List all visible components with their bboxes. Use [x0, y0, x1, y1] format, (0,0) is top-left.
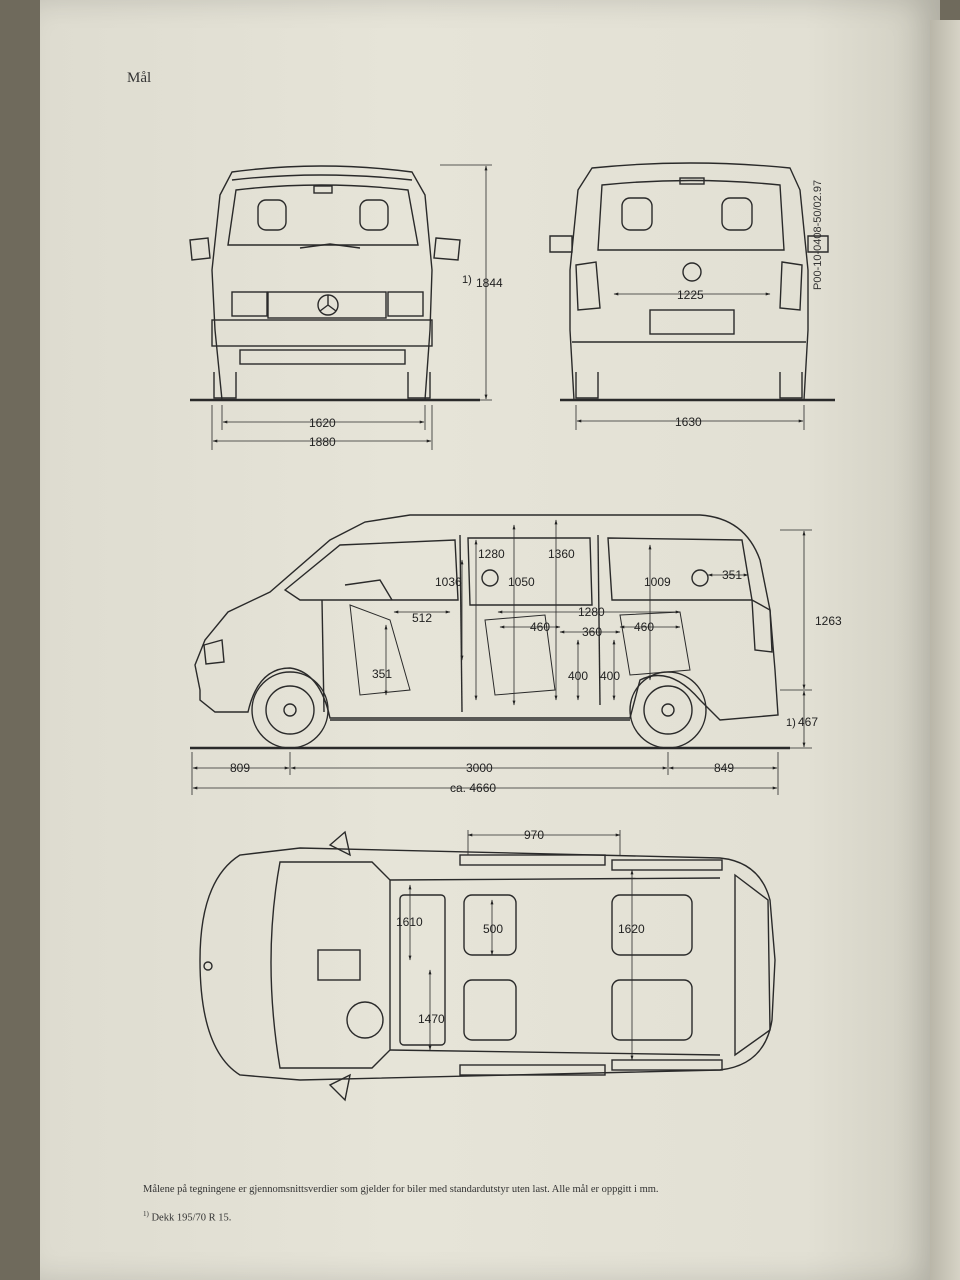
- side-512-label: 512: [412, 611, 432, 625]
- front-width-label: 1880: [309, 435, 336, 449]
- footnote-block: Målene på tegningene er gjennomsnittsver…: [143, 1178, 823, 1231]
- footnote-text: Målene på tegningene er gjennomsnittsver…: [143, 1184, 659, 1195]
- front-track-label: 1620: [309, 416, 336, 430]
- side-1280a-label: 1280: [478, 547, 505, 561]
- tire-note: 1) Dekk 195/70 R 15.: [143, 1202, 823, 1231]
- side-400b-label: 400: [600, 669, 620, 683]
- side-351b-label: 351: [372, 667, 392, 681]
- side-clearance-note: 1): [786, 717, 796, 729]
- tire-note-mark: 1): [143, 1210, 149, 1218]
- side-1050-label: 1050: [508, 575, 535, 589]
- side-460b-label: 460: [634, 620, 654, 634]
- rear-track-label: 1630: [675, 415, 702, 429]
- rear-inner-width-label: 1225: [677, 288, 704, 302]
- front-view-drawing: [189, 165, 461, 401]
- next-page-edge: [930, 20, 960, 1280]
- overall-length-label: ca. 4660: [450, 781, 496, 795]
- side-351a-label: 351: [722, 568, 742, 582]
- rear-overhang-label: 849: [714, 761, 734, 775]
- front-height-note: 1): [462, 274, 472, 286]
- side-1036-label: 1036: [435, 575, 462, 589]
- side-clearance-label: 467: [798, 715, 818, 729]
- rear-view-drawing: [549, 162, 829, 401]
- wheelbase-label: 3000: [466, 761, 493, 775]
- page-heading: Mål: [127, 70, 152, 86]
- front-height-label: 1844: [476, 276, 503, 290]
- front-overhang-label: 809: [230, 761, 250, 775]
- side-460a-label: 460: [530, 620, 550, 634]
- top-view-drawing: [199, 830, 776, 1102]
- top-1470-label: 1470: [418, 1012, 445, 1026]
- tire-note-text: Dekk 195/70 R 15.: [151, 1212, 232, 1224]
- side-1009-label: 1009: [644, 575, 671, 589]
- side-height-label: 1263: [815, 614, 842, 628]
- side-1280b-label: 1280: [578, 605, 605, 619]
- top-970-label: 970: [524, 828, 544, 842]
- top-500-label: 500: [483, 922, 503, 936]
- top-1620-label: 1620: [618, 922, 645, 936]
- side-400a-label: 400: [568, 669, 588, 683]
- page-sheet: [40, 0, 940, 1280]
- side-360-label: 360: [582, 625, 602, 639]
- top-1610-label: 1610: [396, 915, 423, 929]
- side-1360-label: 1360: [548, 547, 575, 561]
